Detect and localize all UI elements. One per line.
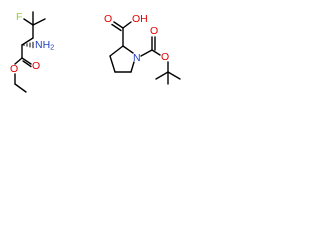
left-molecule: F NH2 O O — [10, 11, 54, 93]
stereo-hash-bond-amine — [23, 41, 34, 49]
bond-tbu-methyl-left — [155, 71, 169, 80]
carboxyl-hydroxyl-label: OH — [132, 13, 148, 25]
ester-oxygen-label: O — [10, 63, 18, 75]
carbamate-ester-oxygen-label: O — [161, 51, 169, 63]
ring-bond-n-calpha — [122, 45, 134, 54]
right-molecule: O OH N O O — [104, 13, 181, 85]
ring-bond-cb-cg — [109, 55, 116, 73]
ring-nitrogen-label: N — [133, 52, 141, 64]
bond-cq-methyl-right — [32, 18, 46, 26]
bond-carboxyl-oh — [122, 21, 132, 29]
bond-carbonyl-ester-o — [14, 57, 23, 65]
bond-carbonyl-double-b — [22, 60, 32, 68]
bond-carbonyl-double-a — [21, 57, 32, 65]
ring-bond-cd-n — [130, 61, 135, 73]
bond-ethyl — [14, 83, 27, 93]
carbonyl-oxygen-label: O — [32, 60, 40, 72]
carboxyl-oxygen-label: O — [104, 13, 112, 25]
fluorine-label: F — [16, 11, 22, 23]
bond-ch2-calpha — [21, 37, 34, 46]
ring-bond-calpha-cb — [109, 45, 124, 57]
chemical-structures-canvas: F NH2 O O O OH N O O — [10, 11, 181, 93]
bond-carbamate-ester-o — [151, 49, 161, 56]
bond-carboxyl-double-b — [111, 23, 122, 32]
amine-label: NH2 — [35, 39, 54, 52]
bond-cq-fluorine — [23, 18, 34, 26]
bond-tbu-methyl-right — [167, 71, 181, 80]
carbamate-carbonyl-oxygen-label: O — [150, 25, 158, 37]
bond-n-carbamate — [140, 49, 153, 57]
bond-carboxyl-double-a — [113, 21, 124, 29]
